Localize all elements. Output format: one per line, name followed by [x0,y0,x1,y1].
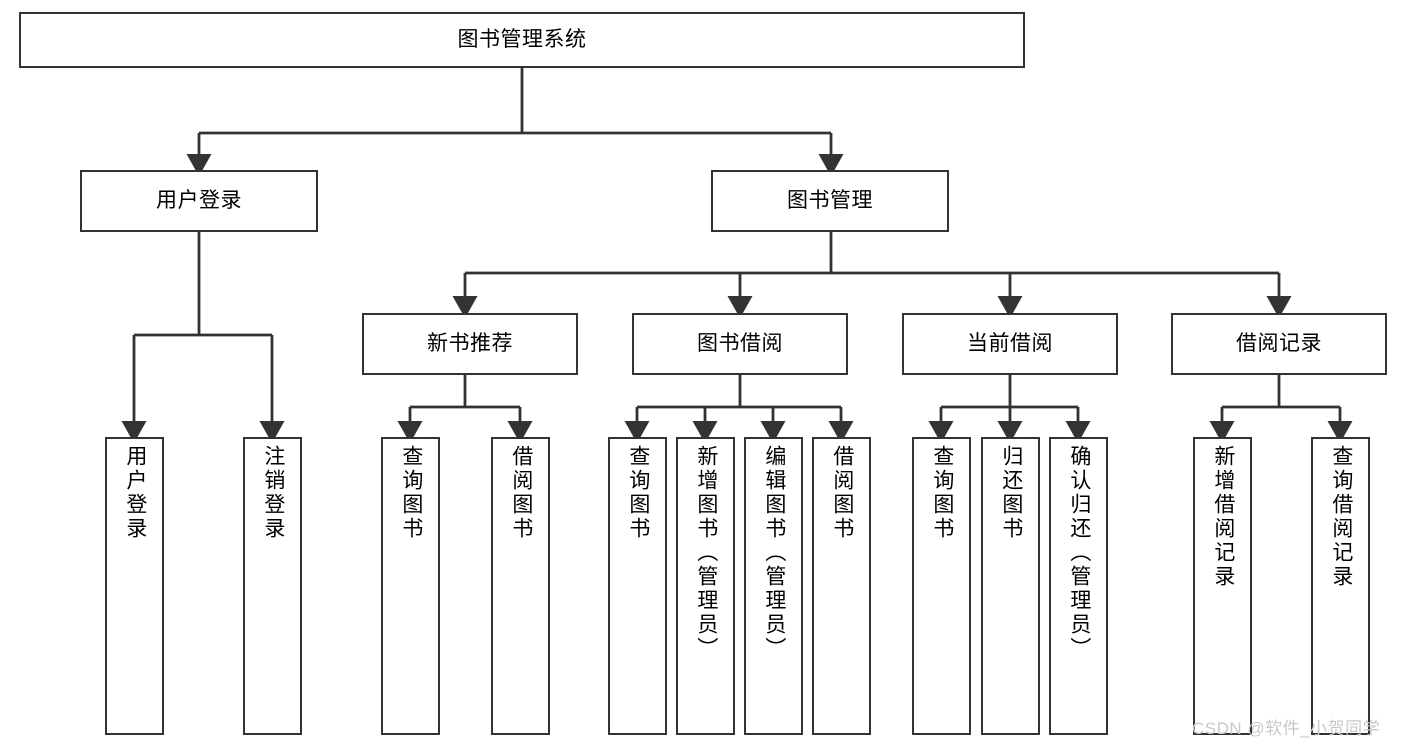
node-label: 确认归还（管理员） [1067,445,1091,661]
node-label: 图书借阅 [697,331,783,355]
node-label: 当前借阅 [967,331,1053,355]
node-label: 新书推荐 [427,331,513,355]
node-label: 查询图书 [626,445,650,541]
node-new-book-recommend[interactable]: 新书推荐 [362,313,578,375]
leaf-borrow-book-recommend[interactable]: 借阅图书 [491,437,550,735]
leaf-user-login[interactable]: 用户登录 [105,437,164,735]
node-label: 借阅图书 [509,445,533,541]
leaf-query-book-current[interactable]: 查询图书 [912,437,971,735]
leaf-return-book[interactable]: 归还图书 [981,437,1040,735]
leaf-add-book-admin[interactable]: 新增图书（管理员） [676,437,735,735]
leaf-query-borrow-record[interactable]: 查询借阅记录 [1311,437,1370,735]
node-label: 用户登录 [123,445,147,541]
leaf-logout[interactable]: 注销登录 [243,437,302,735]
node-label: 查询图书 [930,445,954,541]
node-label: 注销登录 [261,445,285,541]
leaf-confirm-return-admin[interactable]: 确认归还（管理员） [1049,437,1108,735]
node-label: 借阅记录 [1236,331,1322,355]
node-label: 编辑图书（管理员） [762,445,786,661]
node-label: 归还图书 [999,445,1023,541]
node-label: 新增图书（管理员） [694,445,718,661]
node-label: 查询借阅记录 [1329,445,1353,589]
leaf-edit-book-admin[interactable]: 编辑图书（管理员） [744,437,803,735]
leaf-add-borrow-record[interactable]: 新增借阅记录 [1193,437,1252,735]
node-user-login[interactable]: 用户登录 [80,170,318,232]
node-label: 借阅图书 [830,445,854,541]
node-label: 查询图书 [399,445,423,541]
node-borrow-record[interactable]: 借阅记录 [1171,313,1387,375]
csdn-watermark: CSDN @软件_小贺同学 [1192,719,1381,738]
node-label: 图书管理 [787,188,873,212]
leaf-query-book-borrow[interactable]: 查询图书 [608,437,667,735]
node-current-borrow[interactable]: 当前借阅 [902,313,1118,375]
leaf-query-book-recommend[interactable]: 查询图书 [381,437,440,735]
node-book-borrow[interactable]: 图书借阅 [632,313,848,375]
node-book-management[interactable]: 图书管理 [711,170,949,232]
node-label: 图书管理系统 [457,27,587,51]
node-label: 新增借阅记录 [1211,445,1235,589]
node-root-library-system[interactable]: 图书管理系统 [19,12,1025,68]
leaf-borrow-book[interactable]: 借阅图书 [812,437,871,735]
node-label: 用户登录 [156,188,242,212]
